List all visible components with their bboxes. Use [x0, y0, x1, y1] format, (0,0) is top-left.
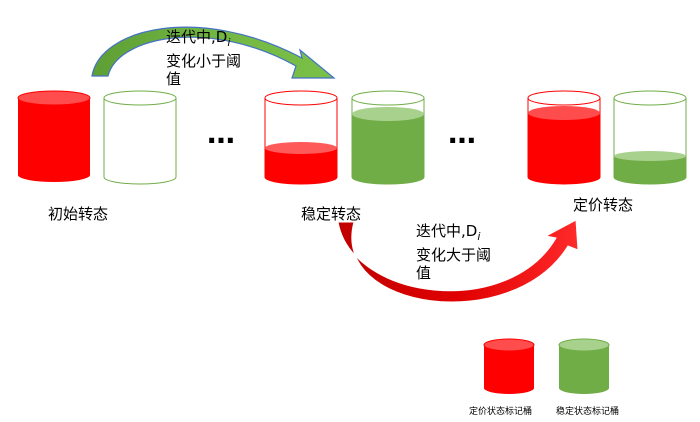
condition-small-line3: 值	[166, 70, 182, 88]
transition-arrow-stable-to-priced	[337, 219, 579, 303]
state-label-stable: 稳定转态	[301, 205, 362, 223]
legend-green-bucket	[558, 338, 610, 394]
condition-small-line2: 变化小于阈	[166, 52, 242, 70]
condition-large-line2: 变化大于阈	[416, 246, 492, 264]
condition-small-line1: 迭代中,	[166, 28, 216, 46]
ellipsis-1: …	[207, 117, 237, 150]
stable-green-bucket	[351, 90, 425, 185]
state-label-priced: 定价转态	[573, 196, 634, 214]
ellipsis-2: …	[448, 117, 478, 150]
legend-red-label: 定价状态标记桶	[469, 407, 533, 417]
priced-red-bucket	[527, 90, 601, 185]
stable-red-bucket	[264, 90, 338, 185]
legend-green-label: 稳定状态标记桶	[556, 407, 620, 417]
legend-red-bucket	[483, 338, 535, 394]
initial-red-bucket	[17, 90, 91, 182]
condition-large-line3: 值	[416, 264, 432, 282]
priced-green-bucket	[613, 90, 687, 185]
transition-arrow-initial-to-stable	[91, 26, 336, 79]
state-label-initial: 初始转态	[48, 205, 109, 223]
condition-small-subscript: i	[227, 36, 231, 49]
condition-small-d: D	[215, 28, 228, 46]
condition-large-change: 迭代中,Di 变化大于阈 值	[416, 222, 491, 282]
condition-small-change: 迭代中,Di 变化小于阈 值	[166, 28, 241, 88]
initial-green-bucket	[103, 90, 177, 185]
condition-large-subscript: i	[477, 230, 481, 243]
condition-large-line1: 迭代中,	[416, 222, 466, 240]
condition-large-d: D	[465, 222, 478, 240]
